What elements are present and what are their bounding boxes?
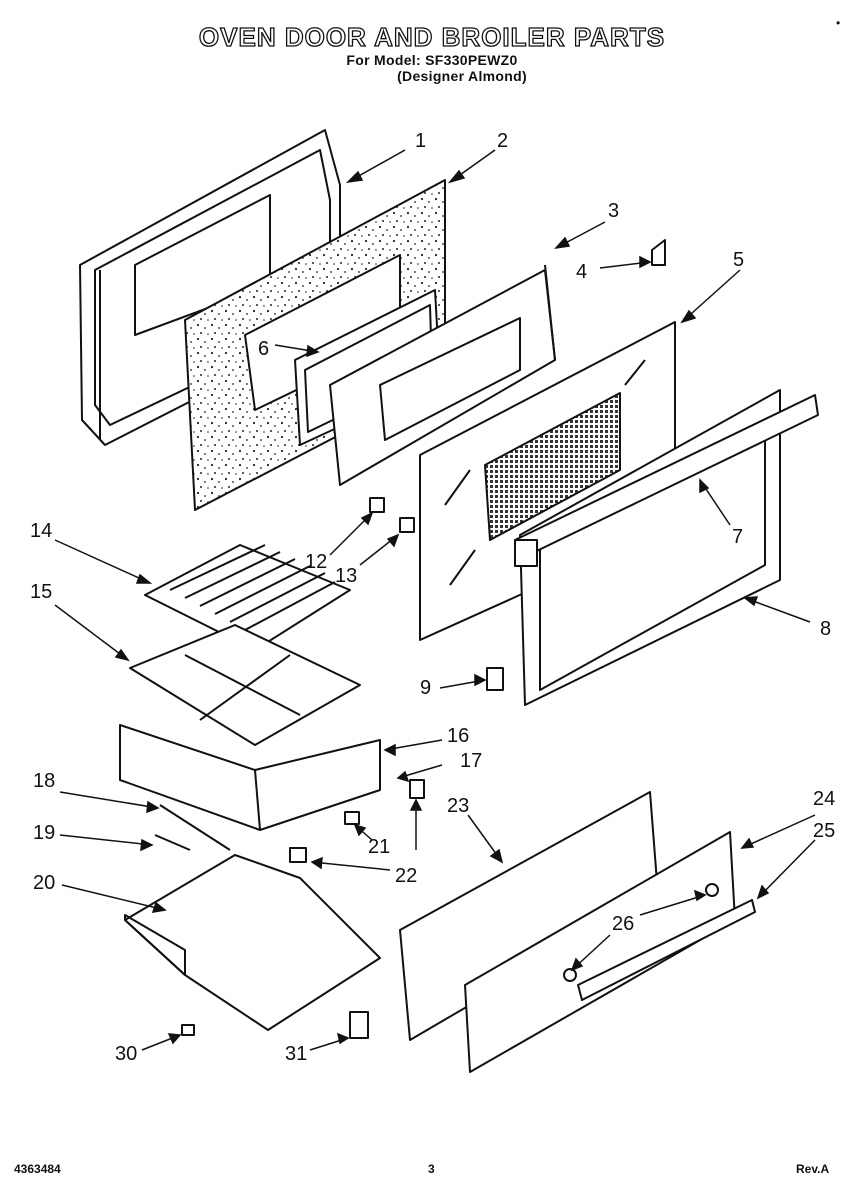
callout-19: 15 (30, 581, 52, 603)
part-26-bracket (409, 779, 425, 799)
callout-20: 14 (30, 520, 52, 542)
page-number: 3 (428, 1162, 435, 1176)
corner-mark: • (836, 16, 841, 30)
callout-4: 5 (733, 249, 744, 271)
callout-9: 1 (415, 130, 426, 152)
color-line: (Designer Almond) (397, 68, 527, 84)
callout-8: 4 (576, 261, 587, 283)
part-25-bracket (289, 847, 307, 863)
part-14-glide (705, 883, 719, 897)
part-20-broiler-grid (144, 544, 351, 651)
callout-6: 6 (258, 338, 269, 360)
callout-13: 25 (813, 820, 835, 842)
part-8-clip (651, 239, 666, 266)
part-2-3-door-frame (514, 389, 819, 706)
part-7-insulation (184, 179, 446, 511)
doc-number: 4363484 (14, 1162, 61, 1176)
part-21-hinge (349, 1011, 369, 1039)
model-line: For Model: SF330PEWZ0 (346, 52, 518, 68)
callout-23: 30 (115, 1043, 137, 1065)
part-23-screw (181, 1024, 195, 1036)
callout-17: 18 (33, 770, 55, 792)
callout-5: 3 (608, 200, 619, 222)
part-18-broiler-pan (119, 724, 381, 831)
callout-22: 20 (33, 872, 55, 894)
callout-15: 23 (447, 795, 469, 817)
part-31-screw (399, 517, 415, 533)
callout-18: 16 (447, 725, 469, 747)
callout-1: 9 (420, 677, 431, 699)
callout-24: 21 (368, 836, 390, 858)
part-30-screw (369, 497, 385, 513)
part-14-glide-2 (563, 968, 577, 982)
callout-26: 17 (460, 750, 482, 772)
part-4-outer-glass (419, 321, 676, 641)
part-24-clip (344, 811, 360, 825)
part-17-rod (159, 804, 231, 851)
callout-25: 22 (395, 865, 417, 887)
part-1-hinge-receptacle (486, 667, 504, 691)
revision: Rev.A (796, 1162, 830, 1176)
callout-16: 19 (33, 822, 55, 844)
callout-3: 8 (820, 618, 831, 640)
part-16-spring (154, 834, 191, 851)
callout-14: 26 (612, 913, 634, 935)
part-22-drawer-bottom (124, 854, 381, 1031)
callout-21: 31 (285, 1043, 307, 1065)
callout-31: 13 (335, 565, 357, 587)
part-13-handle-trim (577, 899, 756, 1001)
page-title: OVEN DOOR AND BROILER PARTS (198, 21, 666, 52)
callout-2: 7 (732, 526, 743, 548)
callout-12: 24 (813, 788, 835, 810)
part-5-inner-panel (329, 264, 556, 486)
callout-30: 12 (305, 551, 327, 573)
callout-7: 2 (497, 130, 508, 152)
part-19-pan-insert (129, 624, 361, 746)
